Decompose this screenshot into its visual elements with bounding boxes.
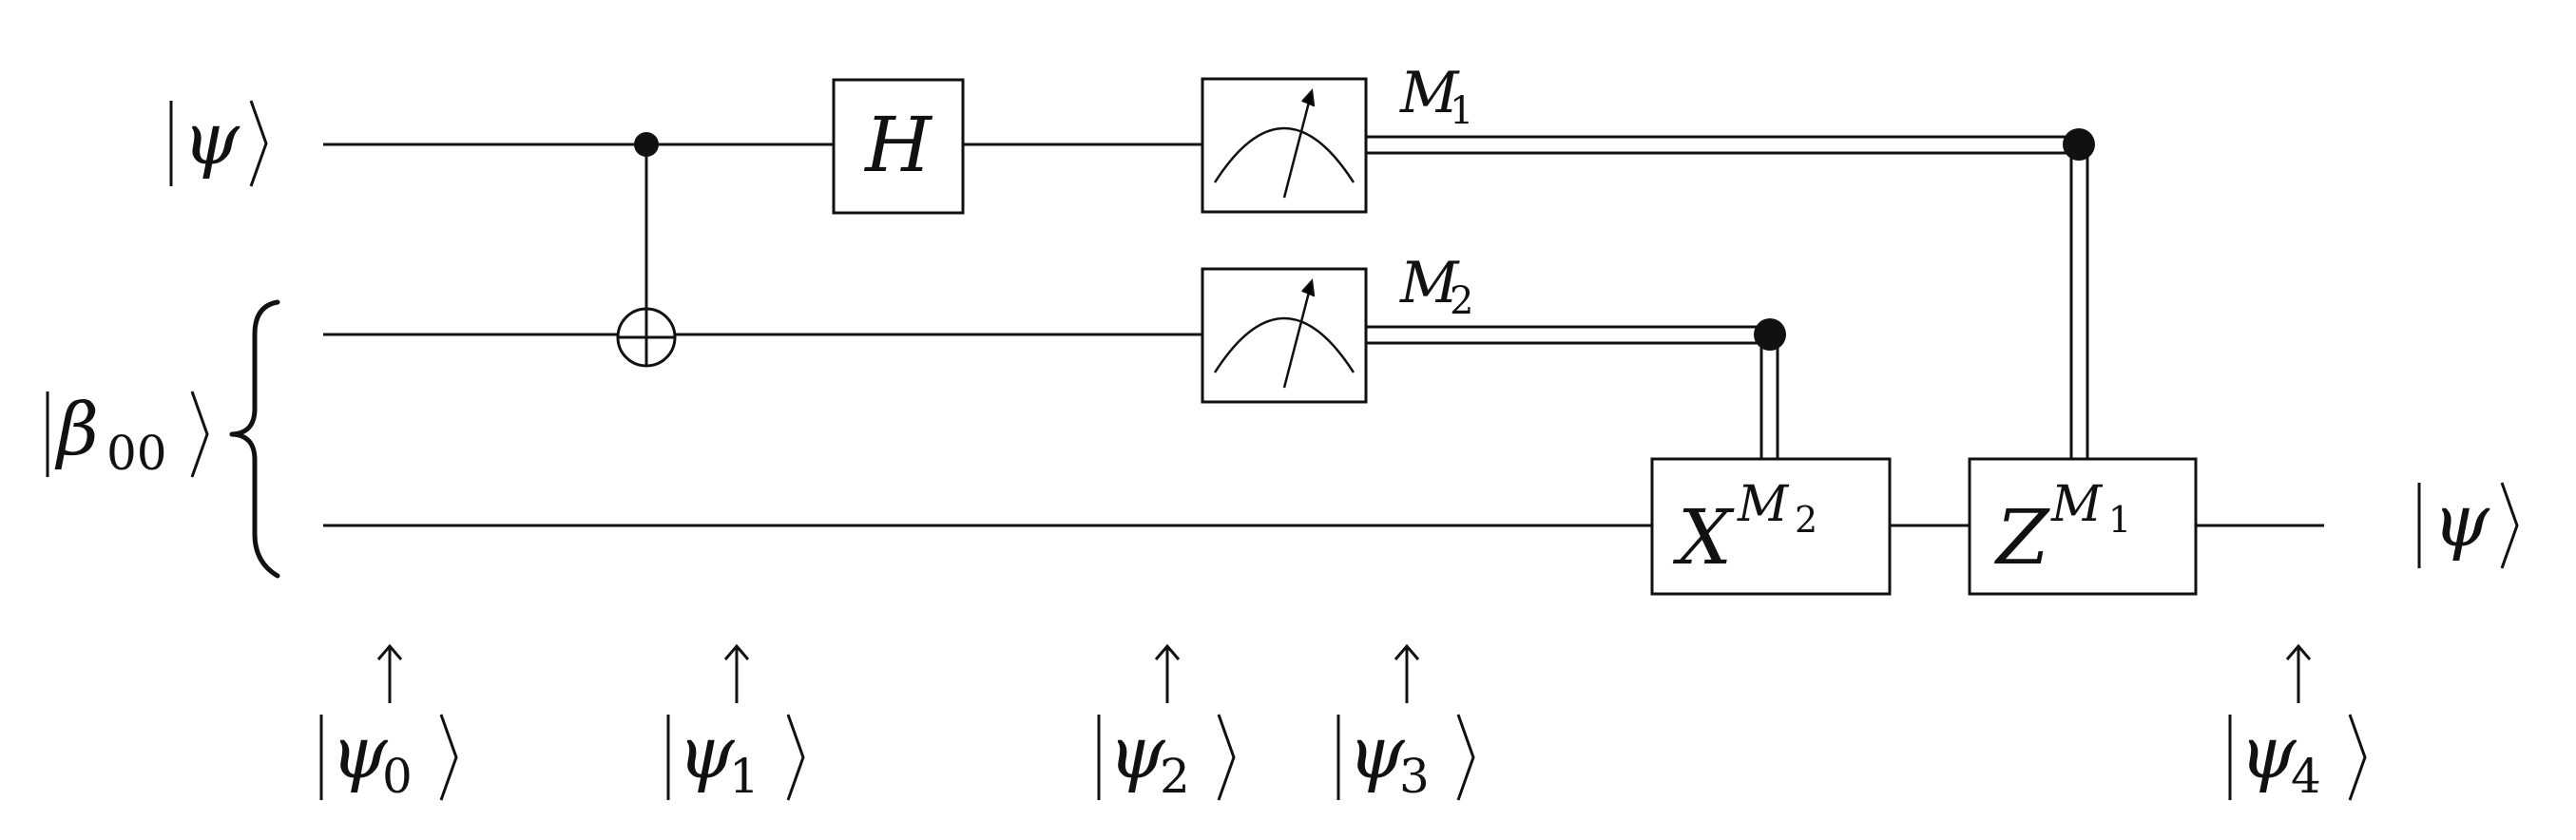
ket-angle-right (249, 100, 268, 187)
up-arrow-head (1154, 643, 1181, 660)
meter-1-box (1201, 77, 1368, 214)
meter-2-needle (1282, 280, 1314, 389)
stage-sub: 1 (729, 749, 759, 804)
output-ket-psi: ψ (2417, 478, 2519, 569)
m2-label-sub: 2 (1450, 279, 1473, 323)
ket-angle-right (1456, 714, 1475, 801)
z-gate-box (1968, 457, 2198, 596)
m1-label: M (1399, 60, 1460, 126)
input-ket-psi: ψ (169, 96, 268, 187)
up-arrow-head (2285, 643, 2312, 660)
control-dot-m2 (1754, 318, 1786, 351)
hadamard-gate: H (832, 78, 965, 215)
meter-1-needle-head (1301, 88, 1316, 107)
up-arrow-head (1394, 643, 1420, 660)
input-psi-symbol: ψ (183, 96, 240, 181)
meter-1-needle (1282, 90, 1314, 199)
stage-psi: ψ (678, 710, 736, 794)
stage-marker-4: ψ 4 (2228, 643, 2367, 804)
ket-angle-right (2348, 714, 2367, 801)
ket-angle-right (786, 714, 805, 801)
stage-psi: ψ (2240, 710, 2297, 794)
ket-angle-right (1217, 714, 1236, 801)
stage-sub: 0 (382, 749, 413, 804)
stage-psi: ψ (1108, 710, 1166, 794)
stage-markers: ψ 0 ψ 1 ψ 2 ψ 3 (319, 643, 2367, 804)
stage-marker-2: ψ 2 (1097, 643, 1236, 804)
input-ket-beta00: β 00 (46, 299, 280, 579)
x-gate-exponent-sub: 2 (1795, 499, 1817, 541)
stage-marker-1: ψ 1 (666, 643, 805, 804)
m2-label: M (1399, 250, 1460, 316)
meter-2-needle-head (1301, 278, 1316, 297)
stage-psi: ψ (331, 710, 389, 794)
z-gate-exponent-sub: 1 (2108, 499, 2131, 541)
up-arrow-head (376, 643, 403, 660)
z-gate-label: Z (1993, 493, 2050, 582)
x-gate: X M 2 (1650, 457, 1892, 596)
meter-2-arc (1213, 316, 1355, 373)
stage-sub: 2 (1160, 749, 1190, 804)
z-gate-exponent: M (2050, 476, 2104, 533)
stage-psi: ψ (1348, 710, 1406, 794)
quantum-wires (323, 143, 2324, 527)
ket-angle-right (2500, 482, 2519, 569)
output-psi-symbol: ψ (2432, 478, 2490, 563)
x-gate-box (1650, 457, 1892, 596)
x-gate-label: X (1672, 493, 1735, 582)
ket-angle-right (190, 391, 209, 478)
ket-angle-right (439, 714, 458, 801)
z-gate: Z M 1 (1968, 457, 2198, 596)
left-curly-brace (229, 299, 280, 579)
beta-subscript: 00 (106, 426, 167, 481)
stage-sub: 3 (1399, 749, 1430, 804)
cnot-control-dot (634, 132, 659, 157)
m1-label-sub: 1 (1450, 89, 1473, 133)
cnot-gate (616, 132, 677, 368)
up-arrow-head (723, 643, 750, 660)
hadamard-box (832, 78, 965, 215)
meter-1-arc (1213, 126, 1355, 183)
measurement-meter-2 (1201, 267, 1368, 404)
classical-wires (1367, 135, 2089, 459)
measurement-label-m2: M 2 (1399, 250, 1473, 323)
hadamard-label: H (863, 101, 933, 189)
stage-marker-0: ψ 0 (319, 643, 458, 804)
measurement-meter-1 (1201, 77, 1368, 214)
x-gate-exponent: M (1737, 476, 1790, 533)
meter-2-box (1201, 267, 1368, 404)
stage-marker-3: ψ 3 (1336, 643, 1475, 804)
beta-symbol: β (54, 387, 99, 471)
measurement-label-m1: M 1 (1399, 60, 1473, 133)
stage-sub: 4 (2291, 749, 2321, 804)
control-dot-m1 (2063, 128, 2095, 161)
